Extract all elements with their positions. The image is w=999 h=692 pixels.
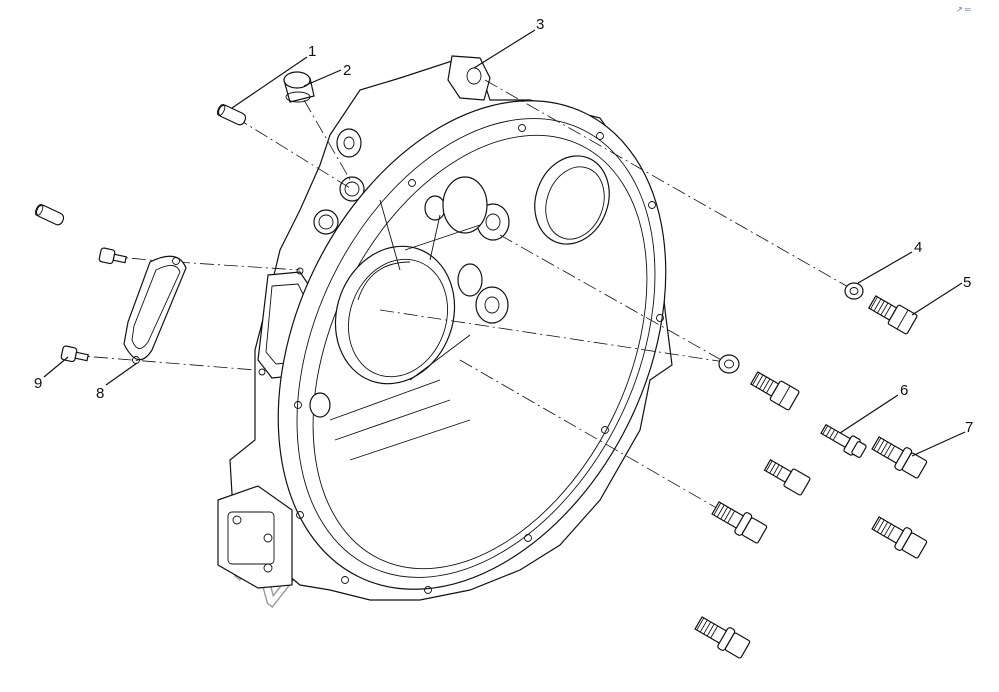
starter-opening-inner — [545, 166, 605, 240]
hex-bolt-5 — [867, 295, 918, 335]
dowel-port — [313, 209, 339, 235]
cover-bolt-upper — [98, 247, 127, 265]
callout-3: 3 — [536, 16, 544, 33]
inner-boss-hole — [484, 296, 500, 314]
foot-bolt-hole — [232, 515, 242, 525]
flange-bolt-bottom — [694, 616, 751, 659]
corner-mark: ↗ ═ — [956, 5, 971, 14]
inner-ribs — [404, 224, 481, 381]
seal-bore-inner — [347, 258, 449, 378]
flywheel-housing — [217, 55, 673, 601]
callout-9: 9 — [34, 375, 42, 392]
cover-bolt-lower — [60, 345, 89, 363]
inner-boss — [424, 195, 446, 221]
inner-ribs — [329, 379, 471, 461]
inner-pocket — [442, 176, 488, 234]
plug-port — [339, 176, 365, 202]
starter-opening — [534, 155, 610, 245]
washer-mid — [718, 354, 740, 374]
hex-bolt-small — [763, 458, 811, 496]
foot-bolt-hole — [263, 533, 273, 543]
inspection-cover-8 — [123, 255, 187, 364]
inner-boss — [475, 286, 509, 324]
dowel-pin-left — [34, 203, 65, 226]
left-boss-hole — [343, 136, 355, 150]
window-bolt-hole — [258, 368, 266, 376]
inner-boss — [457, 263, 483, 297]
callout-2: 2 — [343, 62, 351, 79]
inner-ribs — [379, 199, 441, 271]
window-bolt-hole — [296, 267, 304, 275]
dowel-port-inner — [318, 214, 334, 230]
flange-bolt-center — [711, 501, 768, 544]
seal-bore-shade — [357, 261, 411, 301]
callout-6: 6 — [900, 382, 908, 399]
dowel-pin-1 — [216, 103, 247, 126]
inner-boss — [309, 392, 331, 418]
hex-bolt-mid — [749, 371, 800, 411]
leader-lines — [43, 29, 966, 457]
callout-5: 5 — [963, 274, 971, 291]
housing-flange-inner-edge — [296, 118, 656, 578]
callout-1: 1 — [308, 43, 316, 60]
foot-window — [227, 511, 275, 565]
foot-bolt-hole — [263, 563, 273, 573]
callout-7: 7 — [965, 419, 973, 436]
flange-bolt-7 — [871, 436, 928, 479]
washer-4 — [844, 282, 864, 300]
left-boss — [336, 128, 362, 158]
callout-4: 4 — [914, 239, 922, 256]
seal-bore-outer — [334, 245, 456, 385]
flange-bolt-lower-right — [871, 516, 928, 559]
threaded-plug-2 — [283, 71, 315, 103]
plug-port-inner — [344, 181, 360, 197]
inner-boss-hole — [485, 213, 501, 231]
flange-bolt-6 — [820, 423, 867, 458]
callout-8: 8 — [96, 385, 104, 402]
housing-top-boss — [447, 55, 491, 101]
